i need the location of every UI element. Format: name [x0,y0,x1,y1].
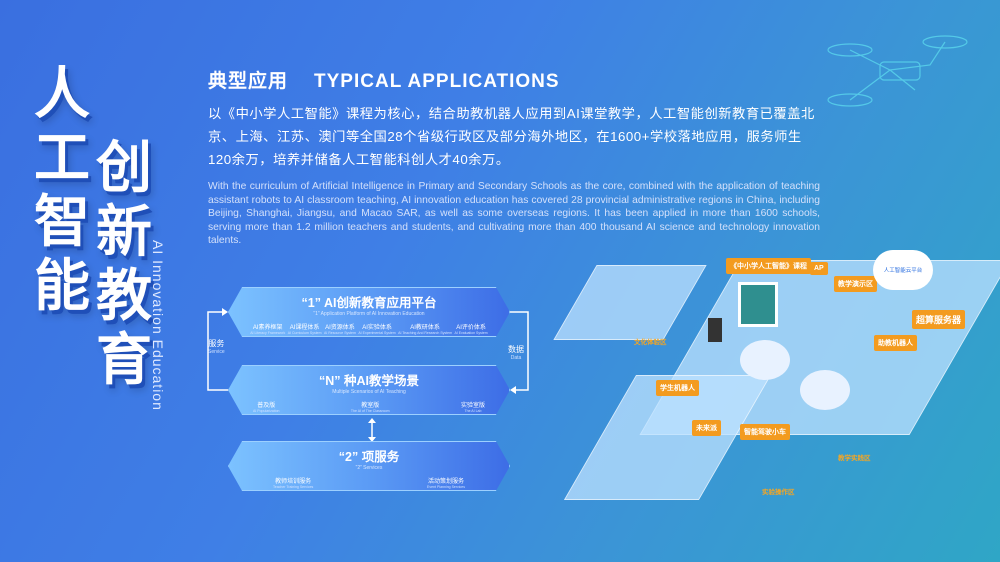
callout-label: 《中小学人工智能》课程 [726,258,811,274]
platform-subtitle: “1” Application Platform of AI Innovatio… [313,311,425,317]
callout-label: 助教机器人 [874,335,917,351]
callout-label: 教学演示区 [834,276,877,292]
server-tower [708,318,722,342]
hero-char: 创 [96,136,152,199]
cloud-platform: 人工智能云平台 [873,250,933,290]
callout-label: 智能驾驶小车 [740,424,790,440]
hero-char: 能 [34,254,90,317]
drone-outline-icon [827,35,968,107]
hero-char: 人 [34,62,90,125]
round-table [740,340,790,380]
zone-label: 实验操作区 [762,489,795,496]
title-zh: 典型应用 [208,71,289,92]
culture-zone-platform [553,265,707,340]
services-subtitle: “2” Services [355,465,383,471]
intro-zh: 以《中小学人工智能》课程为核心，结合助教机器人应用到AI课堂教学，人工智能创新教… [208,106,815,167]
hero-char: 教 [96,264,152,327]
hero-char: 智 [34,190,90,253]
display-screen [738,282,778,327]
platform-block: “1” AI创新教育应用平台 “1” Application Platform … [228,287,510,337]
zone-label: 教学实践区 [838,455,871,462]
callout-label: AP [810,262,828,275]
scenarios-subtitle: Multiple Scenarios of AI Teaching [332,389,406,395]
scenarios-title: “N” 种AI教学场景 [318,374,419,388]
zone-label: 文化体验区 [634,339,667,346]
callout-label: 学生机器人 [656,380,699,396]
hero-char: 新 [96,200,152,263]
hero-char: 育 [96,328,152,391]
hero-char: 工 [34,126,90,189]
flow-arrows [207,308,529,442]
round-table [800,370,850,410]
page-title: 典型应用 TYPICAL APPLICATIONS [208,66,586,93]
platform-title: “1” AI创新教育应用平台 [301,296,437,310]
intro-en: With the curriculum of Artificial Intell… [208,181,820,247]
hero-vertical-en: AI Innovation Education [150,240,166,411]
services-title: “2” 项服务 [338,450,400,464]
title-en: TYPICAL APPLICATIONS [314,71,560,92]
callout-label: 未来派 [692,420,721,436]
callout-label: 超算服务器 [912,310,966,329]
scenarios-block: “N” 种AI教学场景 Multiple Scenarios of AI Tea… [228,365,510,415]
